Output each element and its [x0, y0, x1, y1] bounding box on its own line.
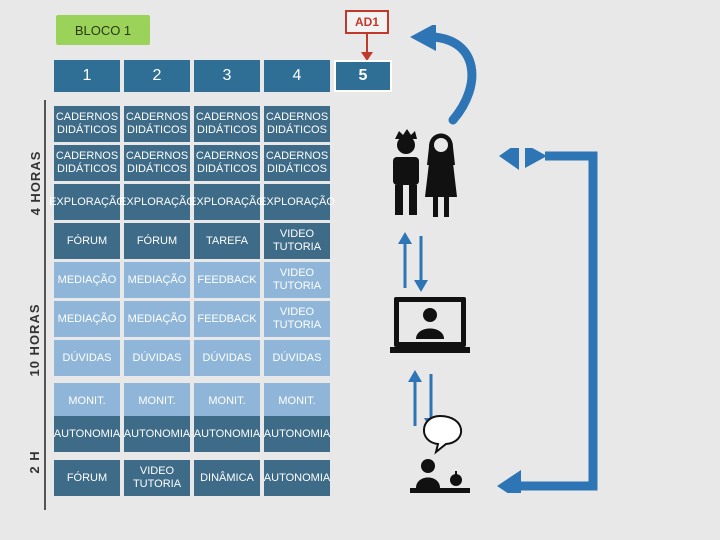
grid-cell: CADERNOS DIDÁTICOS	[264, 145, 330, 181]
grid-cell: MEDIAÇÃO	[124, 262, 190, 298]
grid-cell: MONIT.	[54, 383, 120, 419]
column-header-5: 5	[334, 60, 392, 92]
column-header-1: 1	[54, 60, 120, 92]
grid-cell: EXPLORAÇÃO	[189, 184, 265, 220]
grid-cell: AUTONOMIA	[264, 416, 330, 452]
grid-cell: FÓRUM	[54, 223, 120, 259]
grid-cell: MONIT.	[194, 383, 260, 419]
grid-cell: FEEDBACK	[194, 262, 260, 298]
grid-cell: DÚVIDAS	[124, 340, 190, 376]
grid-cell: TAREFA	[194, 223, 260, 259]
grid-cell: FEEDBACK	[194, 301, 260, 337]
grid-cell: CADERNOS DIDÁTICOS	[194, 106, 260, 142]
teacher-student-icon	[393, 129, 457, 217]
grid-cell: FÓRUM	[124, 223, 190, 259]
grid-cell: CADERNOS DIDÁTICOS	[124, 145, 190, 181]
grid-cell: AUTONOMIA	[194, 416, 260, 452]
grid-cell: MEDIAÇÃO	[54, 301, 120, 337]
grid-cell: AUTONOMIA	[54, 416, 120, 452]
grid-cell: CADERNOS DIDÁTICOS	[264, 106, 330, 142]
grid-cell: DINÂMICA	[194, 460, 260, 496]
grid-cell: VIDEO TUTORIA	[124, 460, 190, 496]
grid-cell: CADERNOS DIDÁTICOS	[124, 106, 190, 142]
red-down-arrow-icon	[361, 34, 373, 61]
block-label: BLOCO 1	[56, 15, 150, 45]
grid-cell: CADERNOS DIDÁTICOS	[194, 145, 260, 181]
grid-cell: EXPLORAÇÃO	[259, 184, 335, 220]
grid-cell: VIDEO TUTORIA	[264, 262, 330, 298]
video-monitor-icon	[390, 297, 470, 353]
grid-cell: FÓRUM	[54, 460, 120, 496]
side-label-2-h: 2 H	[26, 450, 42, 474]
ad-label: AD1	[345, 10, 389, 34]
curved-arrow-icon	[410, 25, 477, 125]
grid-cell: MONIT.	[124, 383, 190, 419]
grid-cell: DÚVIDAS	[54, 340, 120, 376]
column-header-3: 3	[194, 60, 260, 92]
grid-cell: EXPLORAÇÃO	[119, 184, 195, 220]
return-bracket-arrow-icon	[497, 148, 598, 493]
student-desk-icon	[410, 414, 470, 493]
up-down-arrows-icon	[398, 232, 428, 292]
side-label-10-horas: 10 HORAS	[26, 303, 42, 377]
grid-cell: VIDEO TUTORIA	[264, 301, 330, 337]
grid-cell: MEDIAÇÃO	[54, 262, 120, 298]
side-divider	[44, 100, 46, 510]
grid-cell: CADERNOS DIDÁTICOS	[54, 145, 120, 181]
grid-cell: MONIT.	[264, 383, 330, 419]
column-header-2: 2	[124, 60, 190, 92]
grid-cell: CADERNOS DIDÁTICOS	[54, 106, 120, 142]
grid-cell: VIDEO TUTORIA	[264, 223, 330, 259]
grid-cell: DÚVIDAS	[194, 340, 260, 376]
grid-cell: AUTONOMIA	[124, 416, 190, 452]
column-header-4: 4	[264, 60, 330, 92]
grid-cell: EXPLORAÇÃO	[49, 184, 125, 220]
grid-cell: AUTONOMIA	[264, 460, 330, 496]
side-label-4-horas: 4 HORAS	[27, 150, 43, 216]
grid-cell: MEDIAÇÃO	[124, 301, 190, 337]
grid-cell: DÚVIDAS	[264, 340, 330, 376]
